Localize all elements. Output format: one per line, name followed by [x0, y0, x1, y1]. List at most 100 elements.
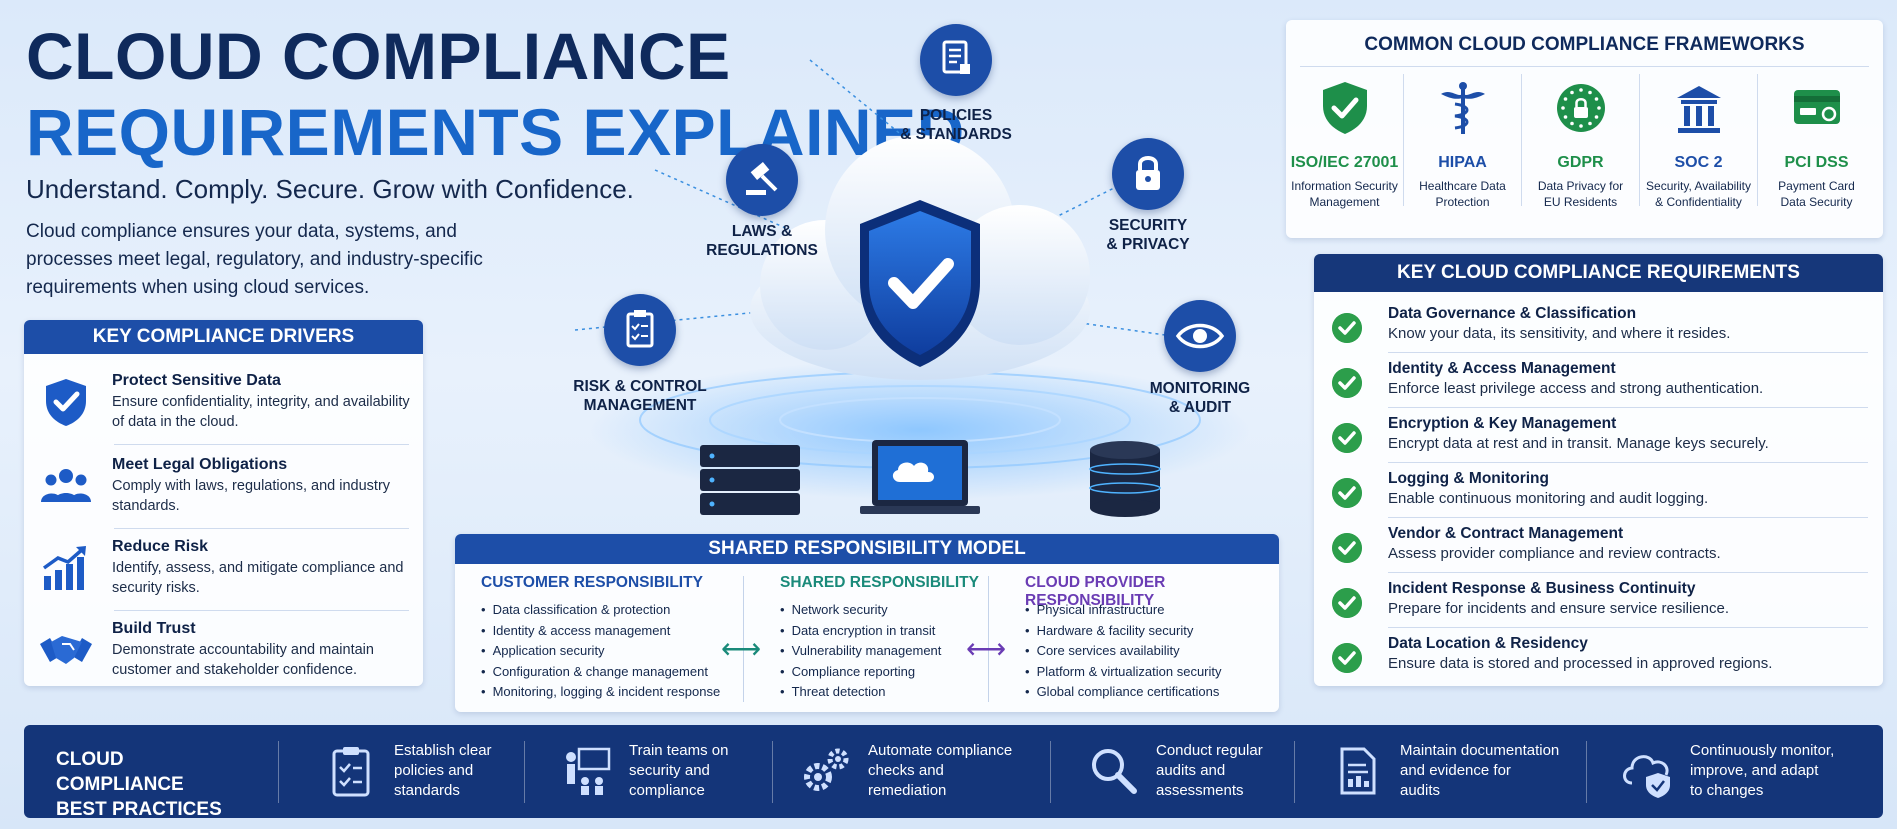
monitoring-label-line2: & AUDIT: [1168, 399, 1232, 416]
framework-desc-line1: Security, Availability: [1646, 179, 1751, 193]
requirement-title: Encryption & Key Management: [1388, 415, 1617, 432]
clipboard-check-icon: [604, 294, 676, 366]
best-practices-title-line2: BEST PRACTICES: [56, 799, 222, 820]
bp-line: Maintain documentation: [1400, 742, 1560, 759]
framework-desc-line2: Data Security: [1780, 195, 1853, 209]
bidirectional-arrow-icon: ⟷: [721, 633, 762, 664]
shared-responsibility-panel: SHARED RESPONSIBILITY MODEL CUSTOMER RES…: [455, 534, 1279, 712]
bp-line: to changes: [1690, 782, 1764, 799]
framework-name: GDPR: [1557, 154, 1604, 171]
divider: [114, 610, 409, 611]
divider: [524, 741, 525, 803]
list-item: Application security: [481, 641, 720, 662]
list-item: Identity & access management: [481, 621, 720, 642]
shared-column-title: SHARED RESPONSIBILITY: [780, 574, 979, 591]
list-item: Monitoring, logging & incident response: [481, 682, 721, 703]
divider: [1388, 407, 1868, 408]
security-node-label: SECURITY & PRIVACY: [1063, 216, 1233, 254]
list-item: Hardware & facility security: [1025, 621, 1222, 642]
requirement-item: Logging & Monitoring Enable continuous m…: [1314, 467, 1883, 522]
framework-desc-line2: Management: [1309, 195, 1380, 209]
requirement-item: Vendor & Contract Management Assess prov…: [1314, 522, 1883, 577]
bp-line: and evidence for: [1400, 762, 1511, 779]
gears-icon: [804, 748, 849, 791]
divider: [114, 444, 409, 445]
shared-heading: SHARED RESPONSIBILITY MODEL: [455, 534, 1279, 564]
framework-desc-line1: Payment Card: [1778, 179, 1855, 193]
customer-list: Data classification & protection Identit…: [481, 600, 721, 703]
list-item: Data encryption in transit: [780, 621, 941, 642]
list-item: Platform & virtualization security: [1025, 662, 1222, 683]
requirement-title: Vendor & Contract Management: [1388, 525, 1624, 542]
people-icon: [41, 469, 91, 502]
bidirectional-arrow-icon: ⟷: [966, 633, 1007, 664]
customer-column-title: CUSTOMER RESPONSIBILITY: [481, 574, 703, 591]
list-item: Compliance reporting: [780, 662, 941, 683]
best-practice-text: Establish clear policies and standards: [394, 741, 584, 801]
list-item: Network security: [780, 600, 941, 621]
risk-node-label: RISK & CONTROL MANAGEMENT: [555, 377, 725, 415]
bp-line: remediation: [868, 782, 947, 799]
best-practices-bar: CLOUD COMPLIANCE BEST PRACTICES Establis…: [24, 725, 1883, 820]
divider: [1300, 66, 1869, 67]
requirement-title: Data Location & Residency: [1388, 635, 1588, 652]
bp-line: Conduct regular: [1156, 742, 1263, 759]
divider: [1388, 572, 1868, 573]
driver-title: Reduce Risk: [112, 538, 209, 555]
compliance-diagram: POLICIES & STANDARDS LAWS & REGULATIONS …: [560, 20, 1280, 540]
driver-protect-data: Protect Sensitive Data Ensure confidenti…: [24, 362, 423, 442]
handshake-icon: [40, 636, 92, 664]
page-subtitle: Understand. Comply. Secure. Grow with Co…: [26, 174, 634, 204]
driver-trust: Build Trust Demonstrate accountability a…: [24, 610, 423, 690]
policies-node-label: POLICIES & STANDARDS: [871, 106, 1041, 144]
frameworks-panel: COMMON CLOUD COMPLIANCE FRAMEWORKS ISO/I…: [1286, 20, 1883, 238]
driver-title: Meet Legal Obligations: [112, 456, 288, 473]
bp-line: improve, and adapt: [1690, 762, 1819, 779]
monitoring-label-line1: MONITORING: [1149, 380, 1251, 397]
check-circle-icon: [1332, 313, 1362, 343]
bp-line: audits and: [1156, 762, 1226, 779]
check-circle-icon: [1332, 588, 1362, 618]
requirement-title: Identity & Access Management: [1388, 360, 1616, 377]
requirement-desc: Encrypt data at rest and in transit. Man…: [1388, 435, 1769, 452]
bp-line: Establish clear: [394, 742, 492, 759]
list-item: Vulnerability management: [780, 641, 942, 662]
bp-line: standards: [394, 782, 460, 799]
framework-desc-line2: EU Residents: [1543, 195, 1618, 209]
document-icon: [1340, 747, 1376, 795]
drivers-heading: KEY COMPLIANCE DRIVERS: [24, 320, 423, 354]
training-icon: [566, 747, 611, 795]
driver-desc: Comply with laws, regulations, and indus…: [112, 478, 391, 514]
divider: [988, 576, 989, 702]
requirement-item: Incident Response & Business Continuity …: [1314, 577, 1883, 632]
policies-label-line1: POLICIES: [919, 107, 993, 124]
framework-name: PCI DSS: [1784, 154, 1849, 171]
frameworks-heading: COMMON CLOUD COMPLIANCE FRAMEWORKS: [1364, 34, 1805, 55]
framework-desc-line1: Information Security: [1291, 179, 1398, 193]
requirement-item: Encryption & Key Management Encrypt data…: [1314, 412, 1883, 467]
divider: [1050, 741, 1051, 803]
divider: [1757, 74, 1758, 206]
requirement-desc: Prepare for incidents and ensure service…: [1388, 600, 1730, 617]
driver-desc: Ensure confidentiality, integrity, and a…: [112, 394, 410, 430]
shared-list: Network security Data encryption in tran…: [780, 600, 942, 703]
risk-label-line1: RISK & CONTROL: [573, 378, 707, 395]
laptop-icon: [860, 440, 980, 514]
requirement-desc: Enable continuous monitoring and audit l…: [1388, 490, 1709, 507]
requirement-title: Logging & Monitoring: [1388, 470, 1549, 487]
policies-label-line2: & STANDARDS: [900, 126, 1012, 143]
institution-icon: [1677, 86, 1721, 133]
requirement-desc: Know your data, its sensitivity, and whe…: [1388, 325, 1731, 342]
bp-line: policies and: [394, 762, 474, 779]
framework-desc-line2: Protection: [1435, 195, 1490, 209]
policies-node-icon: [920, 24, 992, 96]
framework-desc-line2: & Confidentiality: [1655, 195, 1742, 209]
divider: [1294, 741, 1295, 803]
